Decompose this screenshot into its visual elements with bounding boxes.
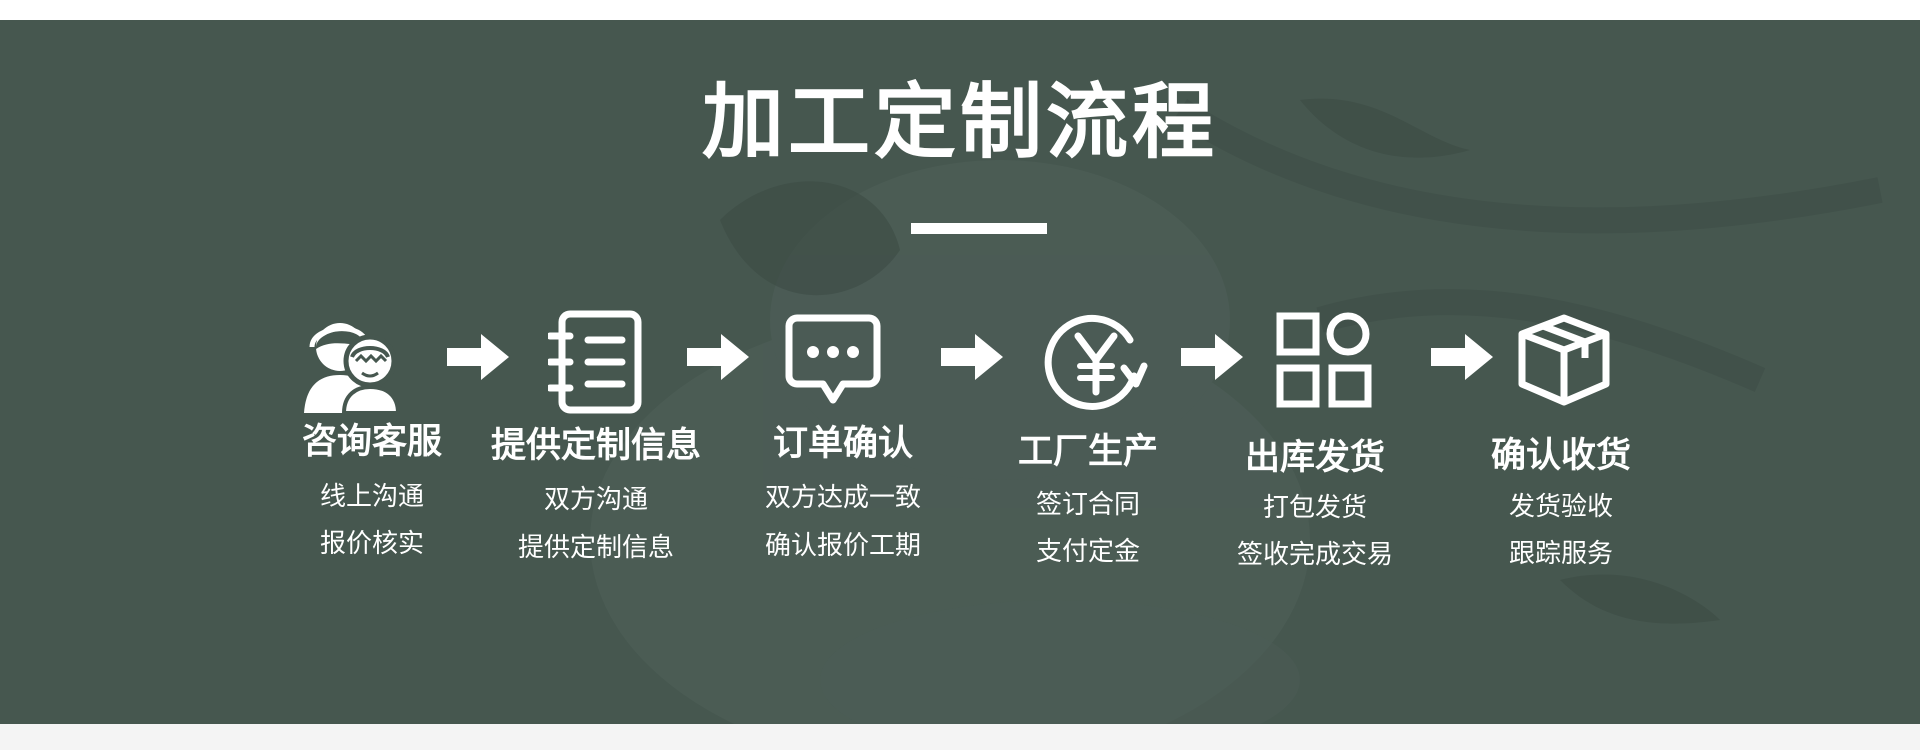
step-desc: 报价核实 <box>319 529 424 559</box>
step-desc: 双方沟通 <box>543 485 648 515</box>
step-title: 提供定制信息 <box>490 426 701 466</box>
step-desc: 支付定金 <box>1035 537 1140 567</box>
process-banner: 加工定制流程 <box>0 20 1920 724</box>
step-title: 订单确认 <box>772 424 913 464</box>
step-desc: 发货验收 <box>1508 492 1613 522</box>
customer-service-icon <box>304 317 400 413</box>
step-desc: 打包发货 <box>1262 493 1367 523</box>
step-desc: 双方达成一致 <box>764 483 921 513</box>
page-title: 加工定制流程 <box>701 75 1218 170</box>
step-desc: 线上沟通 <box>319 482 424 512</box>
step-title: 确认收货 <box>1490 436 1631 476</box>
step-desc: 签收完成交易 <box>1236 540 1393 570</box>
arrow-right-icon <box>687 334 749 384</box>
step-title: 出库发货 <box>1244 438 1385 478</box>
arrow-right-icon <box>941 334 1003 384</box>
package-box-icon <box>1516 312 1612 408</box>
notebook-icon <box>548 310 644 414</box>
step-desc: 提供定制信息 <box>517 533 674 563</box>
step-desc: 签订合同 <box>1035 490 1140 520</box>
step-title: 工厂生产 <box>1017 432 1158 472</box>
bottom-strip <box>0 724 1920 750</box>
title-underline <box>911 223 1047 234</box>
step-title: 咨询客服 <box>301 422 442 462</box>
arrow-right-icon <box>1431 334 1493 384</box>
step-desc: 确认报价工期 <box>764 531 921 561</box>
grid-apps-icon <box>1276 312 1372 408</box>
arrow-right-icon <box>447 334 509 384</box>
arrow-right-icon <box>1181 334 1243 384</box>
chat-bubble-icon <box>785 314 881 406</box>
yen-payment-icon <box>1044 310 1148 414</box>
top-strip <box>0 0 1920 20</box>
step-desc: 跟踪服务 <box>1508 539 1613 569</box>
